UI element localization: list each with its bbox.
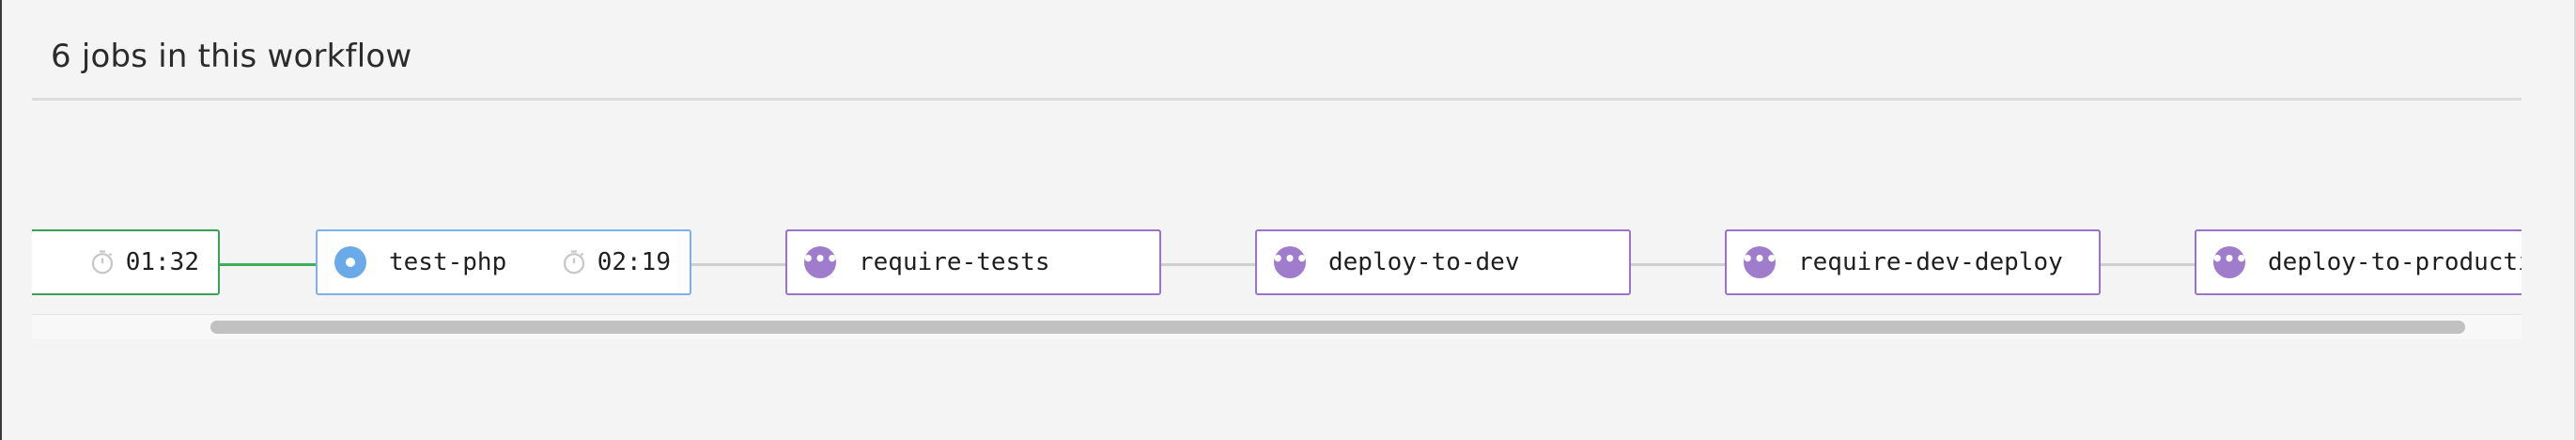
job-name: require-dev-deploy xyxy=(1798,248,2063,276)
more-dots-icon: ••• xyxy=(1272,246,1308,278)
connector xyxy=(688,263,815,266)
job-card-test-php[interactable]: test-php 02:19 xyxy=(316,229,691,295)
job-card-require-dev-deploy[interactable]: ••• require-dev-deploy xyxy=(1725,229,2101,295)
workflow-graph: 01:32 test-php 02:19 ••• require-tests xyxy=(32,229,2522,299)
job-name: test-php xyxy=(389,248,507,276)
page-title: 6 jobs in this workflow xyxy=(51,38,412,75)
job-card-require-tests[interactable]: ••• require-tests xyxy=(785,229,1161,295)
stopwatch-icon xyxy=(91,250,113,275)
stopwatch-icon xyxy=(563,250,584,275)
connector-success xyxy=(220,263,348,266)
job-card-deploy-to-production[interactable]: ••• deploy-to-production xyxy=(2195,229,2522,295)
connector xyxy=(1156,263,1283,266)
job-name: require-tests xyxy=(859,248,1050,276)
job-duration: 02:19 xyxy=(597,248,671,276)
job-name: deploy-to-dev xyxy=(1328,248,1520,276)
job-card-previous[interactable]: 01:32 xyxy=(32,229,220,295)
job-name: deploy-to-production xyxy=(2268,248,2522,276)
horizontal-scrollbar[interactable] xyxy=(32,314,2522,339)
job-card-deploy-to-dev[interactable]: ••• deploy-to-dev xyxy=(1255,229,1631,295)
running-dot-icon xyxy=(334,246,366,278)
job-timer: 02:19 xyxy=(560,248,671,276)
page-edge xyxy=(2574,0,2576,440)
connector xyxy=(2091,263,2219,266)
more-dots-icon: ••• xyxy=(802,246,838,278)
scrollbar-thumb[interactable] xyxy=(210,321,2465,334)
job-duration: 01:32 xyxy=(125,248,199,276)
job-timer: 01:32 xyxy=(88,248,199,276)
header-divider xyxy=(32,98,2522,101)
more-dots-icon: ••• xyxy=(1742,246,1777,278)
connector xyxy=(1623,263,1751,266)
more-dots-icon: ••• xyxy=(2211,246,2247,278)
